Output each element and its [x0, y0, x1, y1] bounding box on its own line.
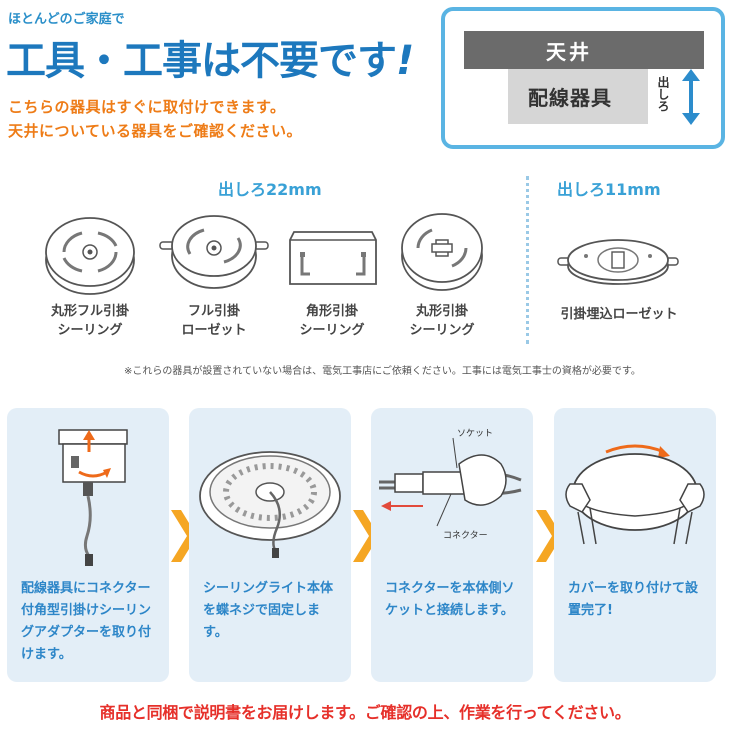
protrusion-label: 出しろ — [656, 76, 670, 112]
headline: 工具・工事は不要です! — [6, 28, 414, 86]
fixture-label-1: 丸形フル引掛 シーリング — [40, 302, 140, 340]
step-3-text: コネクターを本体側ソケットと接続します。 — [385, 581, 515, 618]
full-rosette-icon — [159, 215, 269, 289]
fixture-2-line2: ローゼット — [181, 323, 247, 338]
fixture-label-2: フル引掛 ローゼット — [166, 302, 262, 340]
connector-illustration — [379, 437, 522, 527]
step-2-card: シーリングライト本体を蝶ネジで固定します。 — [189, 408, 351, 682]
fixture-label-5: 引掛埋込ローゼット — [544, 305, 694, 324]
round-ceiling-icon — [401, 213, 483, 291]
wiring-fixture-label: 配線器具 — [528, 86, 612, 110]
socket-label: ソケット — [457, 429, 494, 439]
step-1-text: 配線器具にコネクター付角型引掛けシーリングアダプターを取り付けます。 — [21, 581, 152, 662]
cover-attach-illustration — [565, 444, 705, 545]
adapter-install-illustration — [58, 429, 128, 566]
light-fix-illustration — [199, 451, 341, 558]
subheading-2: 天井についている器具をご確認ください。 — [8, 122, 303, 140]
fixture-label-4: 丸形引掛 シーリング — [394, 302, 490, 340]
fixture-1-line2: シーリング — [57, 323, 123, 338]
fixture-3-line2: シーリング — [299, 323, 365, 338]
square-ceiling-icon — [289, 231, 377, 285]
wiring-fixture-box: 配線器具 — [508, 69, 648, 124]
double-arrow-icon — [682, 69, 700, 125]
group-heading-22mm: 出しろ22mm — [218, 180, 322, 199]
step-4-card: カバーを取り付けて設置完了! — [554, 408, 716, 682]
group-divider — [526, 176, 529, 344]
round-full-ceiling-icon — [45, 217, 135, 295]
ceiling-bar: 天井 — [464, 31, 704, 69]
fixture-1-line1: 丸形フル引掛 — [50, 304, 129, 319]
step-3-card: ソケット コネクター コネクターを本体側ソケットと接続します。 — [371, 408, 533, 682]
connector-label: コネクター — [443, 531, 488, 541]
subheading-1: こちらの器具はすぐに取付けできます。 — [8, 98, 286, 116]
fixture-4-line1: 丸形引掛 — [415, 304, 468, 319]
fixture-4-line2: シーリング — [409, 323, 475, 338]
fixture-3-line1: 角形引掛 — [305, 304, 358, 319]
step-4-text: カバーを取り付けて設置完了! — [568, 581, 699, 618]
footer-note: 商品と同梱で説明書をお届けします。ご確認の上、作業を行ってください。 — [99, 703, 631, 722]
recessed-rosette-icon — [557, 239, 679, 285]
notice-text: ※これらの器具が設置されていない場合は、電気工事店にご依頼ください。工事には電気… — [124, 366, 641, 377]
step-1-card: 配線器具にコネクター付角型引掛けシーリングアダプターを取り付けます。 — [7, 408, 169, 682]
headline-text: 工具・工事は不要です — [6, 38, 397, 84]
fixture-label-3: 角形引掛 シーリング — [284, 302, 380, 340]
ceiling-label: 天井 — [546, 40, 592, 64]
step-2-text: シーリングライト本体を蝶ネジで固定します。 — [203, 581, 334, 640]
lead-text: ほとんどのご家庭で — [8, 12, 125, 27]
group-heading-11mm: 出しろ11mm — [557, 180, 661, 199]
headline-mark: ! — [396, 38, 414, 84]
fixture-5-line1: 引掛埋込ローゼット — [560, 307, 678, 322]
fixture-2-line1: フル引掛 — [187, 304, 240, 319]
